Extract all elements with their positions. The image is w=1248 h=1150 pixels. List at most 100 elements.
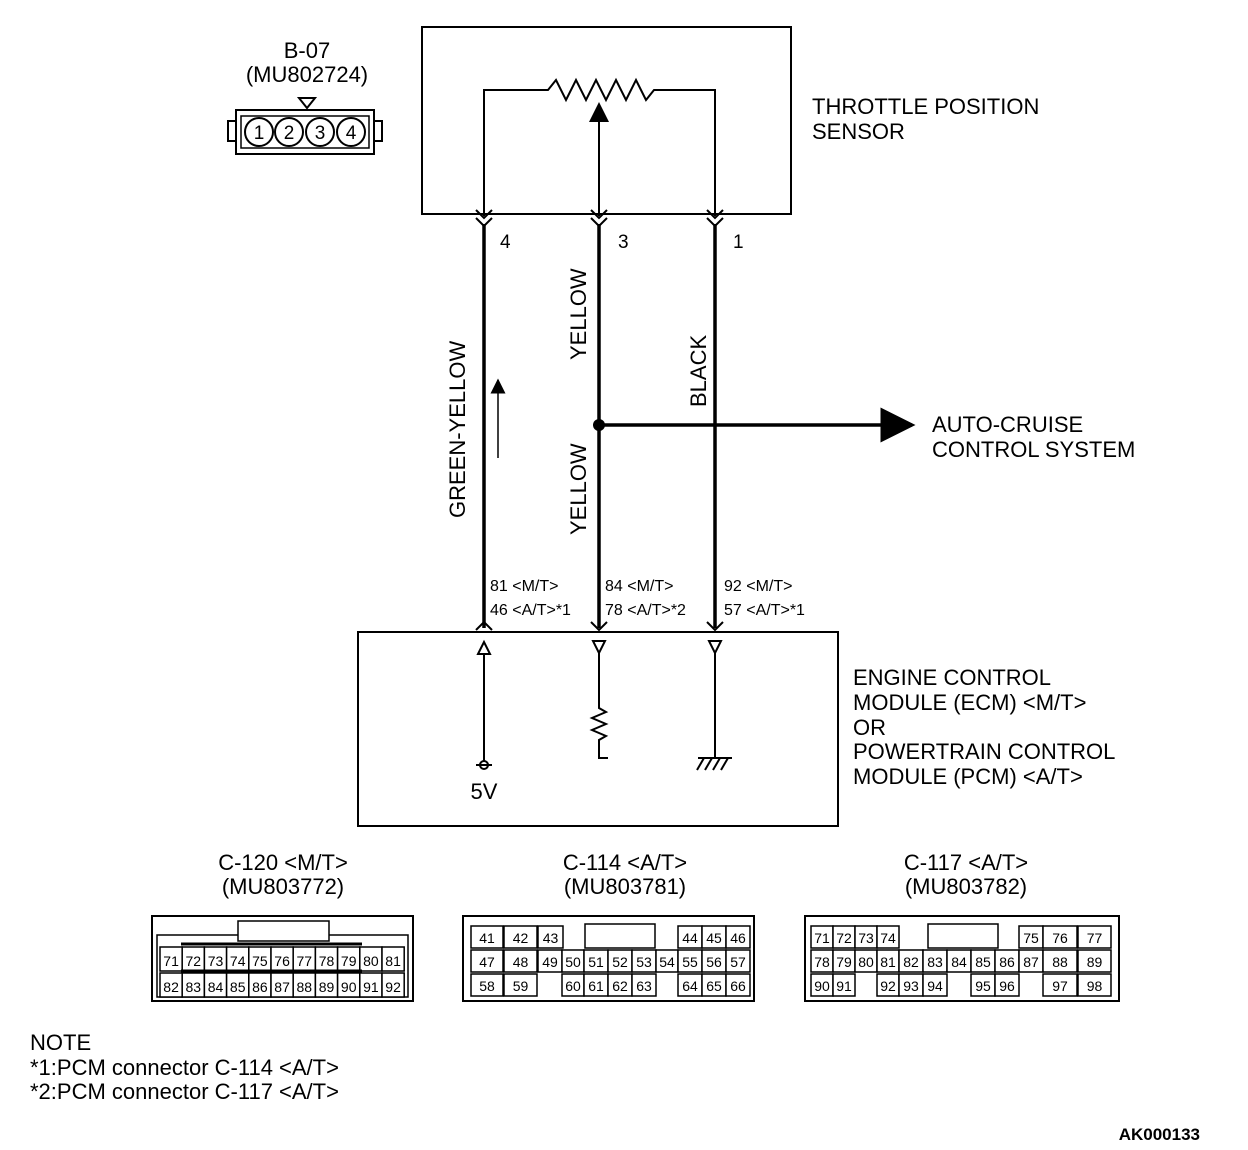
connector-b07-id: B-07 (284, 38, 330, 63)
cavity-number: 77 (297, 953, 313, 969)
connector-c120-id: C-120 <M/T> (218, 850, 348, 875)
figure-id: AK000133 (1119, 1125, 1200, 1144)
cavity-number: 73 (858, 930, 874, 946)
connector-c117-id: C-117 <A/T> (904, 850, 1028, 875)
pin-circle (244, 117, 274, 147)
cavity-number: 85 (975, 954, 991, 970)
sensor-box (421, 26, 792, 215)
cavity-number: 89 (319, 979, 335, 995)
cavity-number: 87 (1023, 954, 1039, 970)
cavity-number: 42 (513, 930, 529, 946)
cavity-number: 82 (903, 954, 919, 970)
cavity-number: 45 (706, 930, 722, 946)
cavity-cell (725, 925, 751, 949)
cavity-number: 76 (1052, 930, 1068, 946)
ecm-line5: MODULE (PCM) <A/T> (853, 764, 1083, 789)
cavity-number: 43 (543, 930, 559, 946)
cavity-number: 95 (975, 978, 991, 994)
connector-b07: B-07 (MU802724) 1 2 3 4 (227, 38, 383, 155)
cavity-number: 52 (612, 954, 628, 970)
potentiometer-resistor (483, 77, 716, 216)
ecm-terminal-marks (475, 620, 724, 632)
sensor-pin-4: 4 (500, 232, 511, 253)
cavity-cell (994, 973, 1020, 997)
cavity-cell (1042, 949, 1078, 973)
cavity-number: 83 (927, 954, 943, 970)
input-arrow-up-icon (476, 639, 492, 655)
wire-label-yellow-upper: YELLOW (566, 268, 591, 360)
cavity-number: 61 (588, 978, 604, 994)
cavity-cell (503, 973, 538, 997)
cavity-number: 84 (951, 954, 967, 970)
cavity-cell (832, 973, 856, 997)
connector-b07-part: (MU802724) (246, 62, 368, 87)
terminal-right-at: 57 <A/T>*1 (724, 602, 805, 619)
cavity-cell (1042, 973, 1078, 997)
throttle-position-sensor: THROTTLE POSITION SENSOR (421, 26, 1039, 216)
cavity-number: 56 (706, 954, 722, 970)
sensor-pin-3: 3 (618, 232, 629, 253)
cavity-number: 51 (588, 954, 604, 970)
connector-b07-latch-right (373, 120, 383, 142)
pin-number: 4 (346, 123, 357, 144)
cavity-number: 76 (274, 953, 290, 969)
cavity-number: 83 (186, 979, 202, 995)
input-arrow-down-icon (591, 640, 607, 656)
connector-c117-part: (MU803782) (905, 874, 1027, 899)
cavity-number: 50 (565, 954, 581, 970)
cavity-cell (1077, 949, 1112, 973)
connector-c120-part: (MU803772) (222, 874, 344, 899)
supply-voltage: 5V (471, 779, 498, 804)
cavity-number: 78 (814, 954, 830, 970)
terminal-left-at: 46 <A/T>*1 (490, 602, 571, 619)
ecm-box (357, 631, 839, 827)
cavity-number: 49 (542, 954, 558, 970)
cavity-number: 85 (230, 979, 246, 995)
cavity-number: 87 (274, 979, 290, 995)
cavity-cell (503, 925, 538, 949)
cavity-number: 78 (319, 953, 335, 969)
cavity-number: 81 (385, 953, 401, 969)
cavity-number: 47 (479, 954, 495, 970)
cavity-number: 86 (252, 979, 268, 995)
terminal-mid-mt: 84 <M/T> (605, 578, 673, 595)
cavity-cell (922, 973, 948, 997)
terminal-right-mt: 92 <M/T> (724, 578, 792, 595)
cavity-cell (470, 925, 504, 949)
cavity-number: 80 (363, 953, 379, 969)
cavity-number: 91 (363, 979, 379, 995)
cavity-cell (1077, 925, 1112, 949)
cavity-cell (537, 925, 564, 949)
cavity-number: 89 (1087, 954, 1103, 970)
cavity-number: 72 (836, 930, 852, 946)
cavity-number: 82 (163, 979, 179, 995)
connector-c114-part: (MU803781) (564, 874, 686, 899)
ground-icon (696, 757, 732, 771)
cruise-line2: CONTROL SYSTEM (932, 437, 1135, 462)
wire-label-green-yellow: GREEN-YELLOW (445, 341, 470, 518)
cavity-number: 60 (565, 978, 581, 994)
cavity-number: 92 (880, 978, 896, 994)
pin-circle (274, 117, 304, 147)
cavity-cell (876, 925, 900, 949)
cavity-number: 77 (1087, 930, 1103, 946)
cavity-cell (381, 946, 405, 972)
connector-b07-latch-left (227, 120, 237, 142)
cavity-number: 63 (636, 978, 652, 994)
wire-label-yellow-lower: YELLOW (566, 443, 591, 535)
cavity-number: 44 (682, 930, 698, 946)
ecm-line3: OR (853, 715, 886, 740)
pin-number: 2 (284, 123, 295, 144)
cavity-cell (631, 973, 657, 997)
cavity-number: 41 (479, 930, 495, 946)
cavity-cell (1042, 925, 1078, 949)
terminal-mid-at: 78 <A/T>*2 (605, 602, 686, 619)
cavity-cell (725, 949, 751, 973)
cavity-number: 98 (1087, 978, 1103, 994)
cavity-number: 74 (880, 930, 896, 946)
note-title: NOTE (30, 1030, 91, 1055)
cavity-cell (470, 949, 504, 973)
cavity-number: 54 (659, 954, 675, 970)
